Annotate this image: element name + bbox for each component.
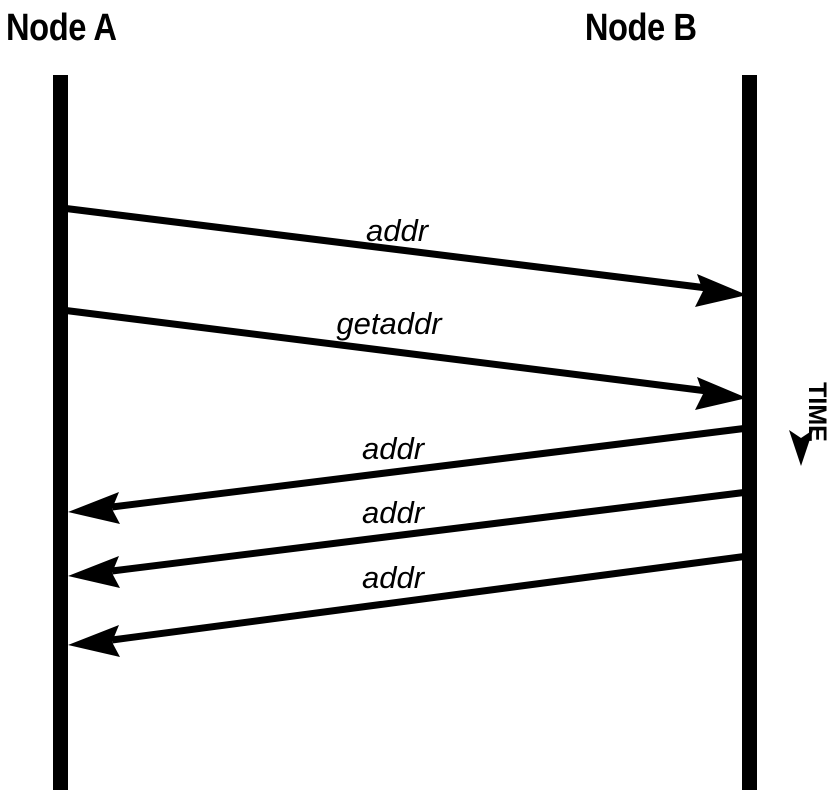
node-a-title: Node A <box>6 6 117 49</box>
message-4-arrowhead-left <box>68 556 120 588</box>
lifeline-node-a <box>53 75 68 790</box>
participant-label-node-a: Node A <box>6 6 117 49</box>
message-4-addr: addr <box>68 488 749 588</box>
message-4-line <box>111 488 749 575</box>
lifeline-node-b <box>742 75 757 790</box>
message-5-label: addr <box>362 560 426 595</box>
message-3-addr: addr <box>68 424 749 524</box>
message-3-line <box>111 424 749 511</box>
message-5-arrowhead-left <box>68 625 120 657</box>
message-1-arrowhead-right <box>695 274 747 307</box>
message-2-label: getaddr <box>336 306 443 341</box>
message-5-addr: addr <box>68 552 749 657</box>
message-1-line <box>61 204 724 294</box>
time-axis-annotation: TIME <box>789 382 829 466</box>
time-axis-arrowhead-down <box>789 430 813 466</box>
message-4-label: addr <box>362 495 426 530</box>
message-1-label: addr <box>366 213 430 248</box>
message-2-line <box>61 306 724 397</box>
participant-label-node-b: Node B <box>585 6 697 49</box>
time-axis-label: TIME <box>803 382 829 442</box>
node-b-title: Node B <box>585 6 697 49</box>
message-5-line <box>111 552 749 644</box>
message-2-arrowhead-right <box>695 377 747 410</box>
message-3-arrowhead-left <box>68 492 120 524</box>
message-1-addr: addr <box>61 204 747 307</box>
message-3-label: addr <box>362 431 426 466</box>
message-2-getaddr: getaddr <box>61 306 747 410</box>
